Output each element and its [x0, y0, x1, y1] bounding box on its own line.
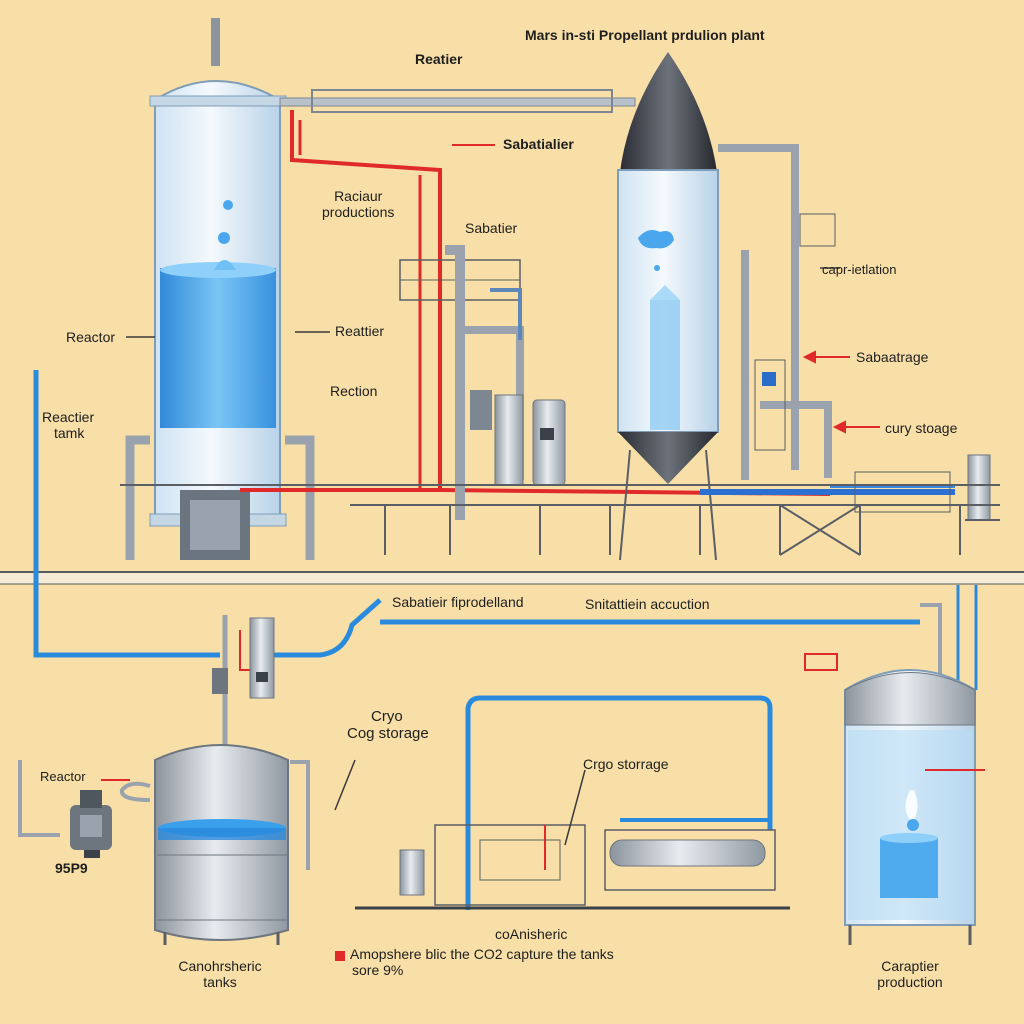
label-cryo: Cryo Cog storage	[347, 708, 429, 743]
label-leaders	[126, 267, 840, 846]
label-reactier-tank-line2: tamk	[54, 425, 85, 442]
gauge-value: 95P9	[55, 860, 88, 876]
label-cryo-line1: Cryo	[371, 708, 403, 725]
label-snitattiein-acuction: Snitattiein accuction	[585, 596, 710, 612]
label-cury-storage: cury stoage	[885, 420, 958, 436]
rocket-vessel	[617, 52, 719, 561]
sabatier-equipment	[399, 245, 566, 520]
label-atmosphere: Amopshere blic the CO2 capture the tanks…	[350, 946, 614, 978]
label-coanisheric: coAnisheric	[495, 926, 568, 942]
label-canohrsheric: Canohrsheric tanks	[165, 958, 275, 990]
label-rection: Rection	[330, 383, 378, 399]
label-reactier-tank-line1: Reactier	[42, 409, 95, 425]
label-reactor-left: Reactor	[66, 329, 116, 345]
label-caraptier-line1: Caraptier	[881, 958, 939, 974]
label-caraptier-line2: production	[877, 974, 943, 991]
label-capr-ietlation: capr-ietlation	[822, 262, 897, 277]
label-raciaur-line1: Raciaur	[334, 188, 383, 204]
upper-gantry	[120, 484, 1000, 556]
label-raciaur: Raciaur productions	[322, 188, 394, 220]
label-atmosphere-line2: sore 9%	[352, 962, 404, 979]
right-pipework	[700, 144, 991, 521]
label-crgo-storrage: Crgo storrage	[583, 756, 669, 772]
label-reactor-bottom: Reactor	[40, 769, 86, 784]
cryo-tank-left	[119, 744, 310, 945]
label-sabatialier: Sabatialier	[503, 136, 574, 152]
label-sabatier-fiprodelland: Sabatieir fiprodelland	[392, 594, 524, 610]
label-reactier-tank: Reactier tamk	[42, 409, 94, 441]
label-sabatier-mid: Sabatier	[465, 220, 518, 236]
caraptier-tank	[844, 669, 985, 945]
label-sabaatrage: Sabaatrage	[856, 349, 929, 365]
label-raciaur-line2: productions	[322, 204, 395, 221]
red-label-arrows	[335, 144, 880, 961]
valve-assembly	[212, 615, 275, 745]
blue-distribution-pipe	[33, 370, 978, 700]
label-canohrsheric-line1: Canohrsheric	[178, 958, 262, 974]
pump-gauge	[18, 760, 130, 858]
label-reattier-mid: Reattier	[335, 323, 385, 339]
processing-skid	[355, 695, 790, 910]
label-atmosphere-line1: Amopshere blic the CO2 capture the tanks	[350, 946, 614, 962]
diagram-title: Mars in-sti Propellant prdulion plant	[525, 27, 765, 43]
label-reatier-top: Reatier	[415, 51, 463, 67]
reactor-tower	[125, 18, 315, 560]
label-canohrsheric-line2: tanks	[203, 974, 237, 991]
label-caraptier: Caraptier production	[850, 958, 970, 990]
section-divider	[0, 571, 1024, 585]
header-pipe	[279, 89, 636, 113]
label-cryo-line2: Cog storage	[347, 725, 429, 743]
